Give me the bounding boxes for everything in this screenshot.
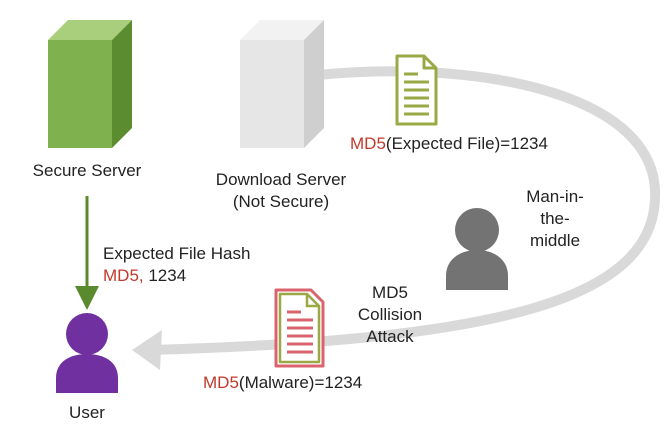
man-in-the-middle-person-icon xyxy=(446,208,508,290)
malware-md5-value: (Malware)=1234 xyxy=(238,373,363,392)
mitm-label-line2: the- xyxy=(540,209,570,228)
expected-file-md5-value: (Expected File)=1234 xyxy=(385,134,548,153)
user-person-icon xyxy=(56,313,118,393)
download-server-label-line1: Download Server xyxy=(215,170,347,189)
expected-file-document-icon xyxy=(395,54,438,126)
expected-file-md5-keyword: MD5 xyxy=(350,134,386,153)
expected-hash-value-line: MD5, 1234 xyxy=(103,265,250,287)
secure-server-icon xyxy=(48,20,132,148)
download-path-curve xyxy=(149,66,661,355)
expected-hash-value: 1234 xyxy=(143,266,187,285)
mitm-label-line1: Man-in- xyxy=(526,187,584,206)
download-path-arrowhead xyxy=(132,330,162,370)
collision-label-line2: Collision xyxy=(357,305,423,324)
collision-label-line3: Attack xyxy=(366,327,414,346)
download-server-icon xyxy=(240,20,324,148)
expected-file-md5-caption: MD5(Expected File)=1234 xyxy=(350,133,548,155)
user-label: User xyxy=(69,403,105,422)
expected-hash-title: Expected File Hash xyxy=(103,244,251,263)
malware-md5-caption: MD5(Malware)=1234 xyxy=(203,372,362,394)
download-server-label-line2: (Not Secure) xyxy=(232,192,330,211)
malware-md5-keyword: MD5 xyxy=(203,373,239,392)
expected-hash-caption: Expected File Hash MD5, 1234 xyxy=(103,243,250,287)
expected-hash-md5-keyword: MD5, xyxy=(103,266,144,285)
download-server-label: Download Server (Not Secure) xyxy=(196,169,366,213)
malware-document-icon xyxy=(274,288,325,368)
secure-server-label: Secure Server xyxy=(32,161,142,180)
collision-label-line1: MD5 xyxy=(372,283,408,302)
collision-attack-label: MD5 Collision Attack xyxy=(345,282,435,348)
man-in-the-middle-label: Man-in- the- middle xyxy=(510,186,600,252)
mitm-label-line3: middle xyxy=(529,231,581,250)
